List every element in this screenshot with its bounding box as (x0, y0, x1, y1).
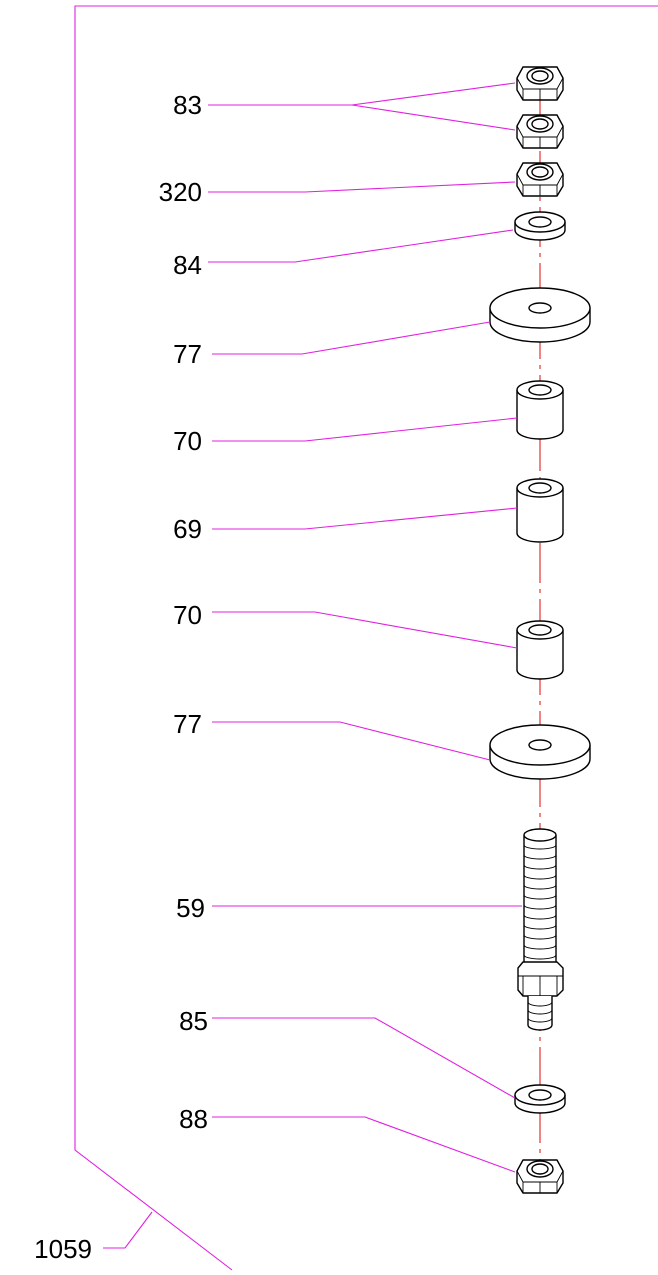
callout-label: 88 (179, 1104, 208, 1134)
thread-ring (523, 924, 557, 930)
thread-ring (523, 944, 557, 950)
callout-label: 84 (173, 250, 202, 280)
washer-icon (514, 211, 566, 241)
callout-label: 320 (159, 177, 202, 207)
cylinder-icon (516, 620, 564, 680)
leader-line (351, 104, 516, 131)
callout-label: 83 (173, 90, 202, 120)
hex-nut-icon (516, 1159, 564, 1194)
leader-line (212, 321, 491, 355)
thread-ring (523, 874, 557, 880)
callout-label: 59 (176, 893, 205, 923)
thread-ring (523, 934, 557, 940)
hex-nut-icon (516, 162, 564, 197)
callout-labels: 83 320 84 77 70 69 70 77 59 85 88 1059 (34, 90, 208, 1264)
thread-ring (523, 884, 557, 890)
leader-line (212, 507, 518, 530)
hex-nut-icon (516, 66, 564, 101)
leader-line (212, 417, 518, 442)
frame-border (74, 5, 658, 1271)
leader-line (103, 1211, 153, 1249)
callout-label: 69 (173, 514, 202, 544)
leader-line (212, 721, 491, 761)
assembly-label: 1059 (34, 1234, 92, 1264)
thread-ring (523, 894, 557, 900)
callout-label: 70 (173, 426, 202, 456)
cylinder-icon (516, 478, 564, 543)
callout-label: 77 (173, 709, 202, 739)
callout-label: 77 (173, 339, 202, 369)
thread-ring (523, 854, 557, 860)
washer-icon (489, 287, 591, 343)
leader-line (212, 1017, 516, 1099)
leader-lines (103, 82, 522, 1249)
washer-icon (489, 724, 591, 780)
stud-icon (517, 828, 564, 1031)
thread-ring (523, 914, 557, 920)
thread-ring (523, 864, 557, 870)
callout-label: 70 (173, 600, 202, 630)
thread-ring (527, 1001, 553, 1007)
leader-line (208, 181, 516, 193)
thread-ring (523, 954, 557, 960)
thread-ring (523, 904, 557, 910)
leader-line (208, 229, 514, 263)
thread-ring (527, 1009, 553, 1015)
hex-nut-icon (516, 114, 564, 149)
cylinder-icon (516, 380, 564, 440)
thread-ring (523, 844, 557, 850)
leader-line (212, 611, 518, 649)
leader-line (208, 82, 516, 106)
callout-label: 85 (179, 1006, 208, 1036)
washer-icon (514, 1084, 566, 1114)
frame-lines (74, 5, 658, 1271)
parts-stack (489, 66, 591, 1194)
thread-ring (527, 1017, 553, 1023)
leader-line (212, 1116, 516, 1173)
